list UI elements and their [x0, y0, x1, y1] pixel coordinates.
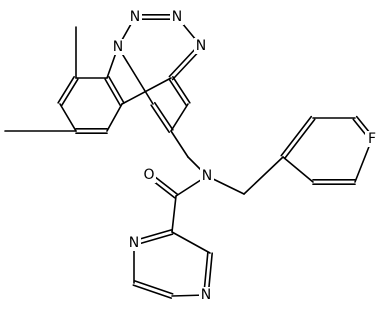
- atom-o-carbonyl: O: [142, 167, 156, 183]
- svg-text:O: O: [143, 167, 154, 183]
- bond-line: [108, 76, 125, 104]
- bond-line: [243, 156, 284, 195]
- bond-line: [57, 76, 75, 104]
- bond-line: [61, 78, 79, 106]
- bond-line: [150, 104, 170, 134]
- bond-line: [132, 284, 173, 299]
- atom-n-pyrazine-2: N: [199, 287, 213, 303]
- bond-line: [104, 78, 121, 106]
- bond-line: [117, 46, 154, 105]
- svg-text:N: N: [196, 38, 206, 54]
- bond-line: [170, 103, 189, 132]
- bond-line: [133, 280, 174, 295]
- svg-text:N: N: [202, 168, 212, 184]
- bond-line: [283, 118, 316, 160]
- bond-line: [282, 156, 314, 183]
- bond-line: [168, 78, 187, 107]
- bond-line: [154, 101, 174, 131]
- atom-labels: N N N N N O F N: [111, 9, 379, 303]
- svg-text:N: N: [129, 235, 139, 251]
- bond-line: [280, 115, 313, 157]
- bond-line: [171, 195, 177, 233]
- bond-line: [171, 231, 211, 254]
- bond-line: [121, 77, 172, 105]
- bond-line: [170, 130, 189, 158]
- atom-n-tetrazole-4: N: [194, 38, 208, 54]
- bond-line: [172, 75, 191, 104]
- atom-n-tetrazole-3: N: [170, 9, 184, 25]
- atom-n-tetrazole-2: N: [128, 9, 142, 25]
- svg-text:N: N: [201, 287, 211, 303]
- svg-text:N: N: [172, 9, 182, 25]
- atom-n-pyrazine-1: N: [127, 235, 141, 251]
- atom-n-amide: N: [200, 168, 214, 184]
- bonds: [4, 14, 375, 299]
- svg-text:N: N: [113, 39, 123, 55]
- atom-n-tetrazole-1: N: [111, 39, 125, 55]
- svg-text:N: N: [130, 9, 140, 25]
- bond-line: [59, 103, 77, 132]
- atom-f-fluoro: F: [365, 131, 379, 147]
- bond-line: [106, 103, 123, 132]
- svg-text:F: F: [368, 131, 376, 147]
